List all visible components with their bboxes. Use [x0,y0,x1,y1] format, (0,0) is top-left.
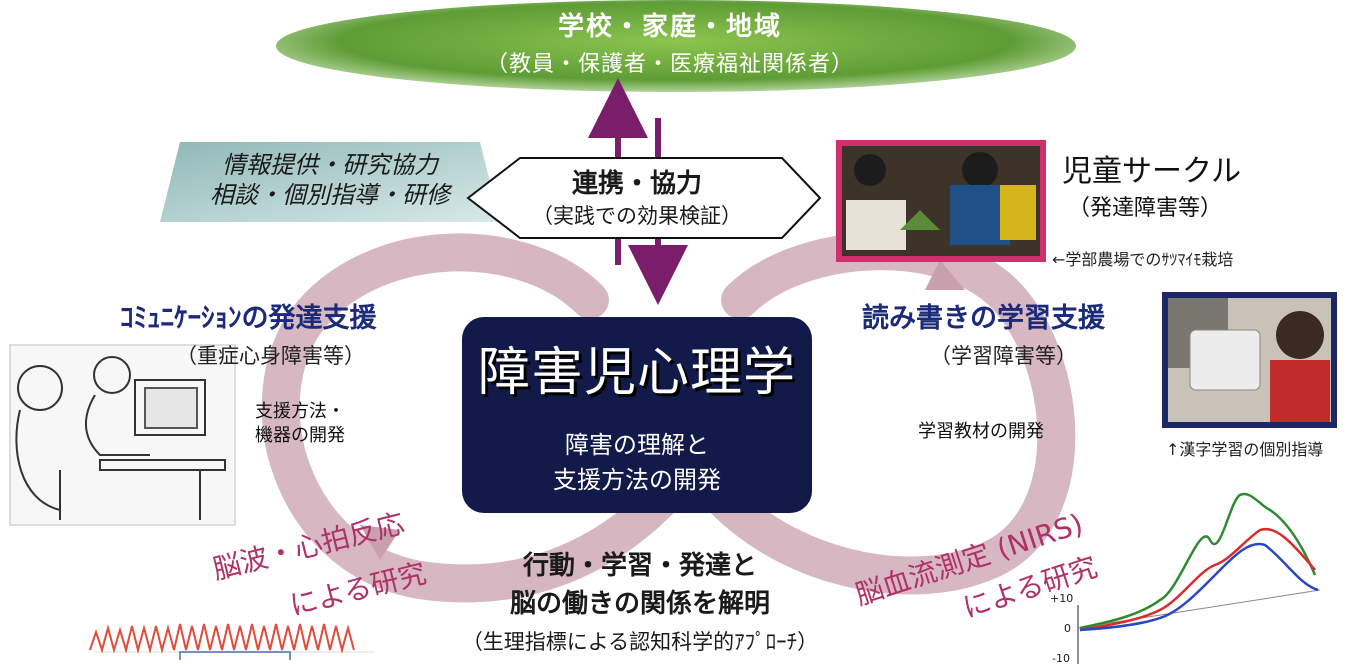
community-subtitle: （教員・保護者・医療福祉関係者） [485,52,854,77]
farm-photo-caption: ←学部農場でのｻﾂﾏｲﾓ栽培 [1052,250,1234,269]
nirs-series-green [1079,492,1317,630]
core-title: 障害児心理学 [477,343,796,403]
left-dev-label: 支援方法・ 機器の開発 [245,400,355,448]
left-dev-line-2: 機器の開発 [255,425,345,446]
services-tag [160,142,500,222]
left-subheading: （重症心身障害等） [176,344,365,368]
eeg-trace [89,623,375,660]
community-title: 学校・家庭・地域 [557,12,782,42]
circle-title: 児童サークル [1062,154,1242,189]
bottom-title-2: 脳の働きの関係を解明 [509,589,770,619]
loop-arrow-right [925,260,965,290]
services-line-2: 相談・個別指導・研修 [210,181,450,209]
nirs-tick-zero: 0 [1064,622,1071,635]
services-line-1: 情報提供・研究協力 [222,151,438,179]
core-line-2: 支援方法の開発 [553,466,721,494]
circle-subtitle: （発達障害等） [1068,196,1223,221]
bottom-subtitle: （生理指標による認知科学的ｱﾌﾟﾛｰﾁ） [461,630,819,654]
community-ellipse [276,0,1076,92]
core-box [462,317,812,513]
farm-photo [836,140,1046,262]
nirs-tick-bottom: -10 [1052,652,1070,664]
right-heading: 読み書きの学習支援 [862,303,1105,334]
cooperation-title: 連携・協力 [571,169,702,199]
nirs-chart [1077,492,1321,664]
left-heading: ｺﾐｭﾆｹｰｼｮﾝの発達支援 [120,303,377,334]
right-dev-label: 学習教材の開発 [918,421,1044,442]
kanji-lesson-photo [1162,292,1337,428]
kanji-photo-caption: ↑漢字学習の個別指導 [1166,440,1324,459]
nirs-series-blue [1079,542,1319,632]
right-subheading: （学習障害等） [930,344,1077,368]
loop-arrow-left [360,525,400,560]
cooperation-hexagon [466,157,822,239]
left-dev-line-1: 支援方法・ [255,401,345,422]
cooperation-subtitle: （実践での効果検証） [532,204,742,228]
core-line-1: 障害の理解と [565,431,709,459]
bottom-title-1: 行動・学習・発達と [522,551,757,581]
caregiver-illustration [9,344,236,526]
services-text: 情報提供・研究協力 相談・個別指導・研修 [180,150,480,210]
nirs-tick-top: +10 [1050,592,1074,605]
nirs-series-red [1079,527,1316,632]
